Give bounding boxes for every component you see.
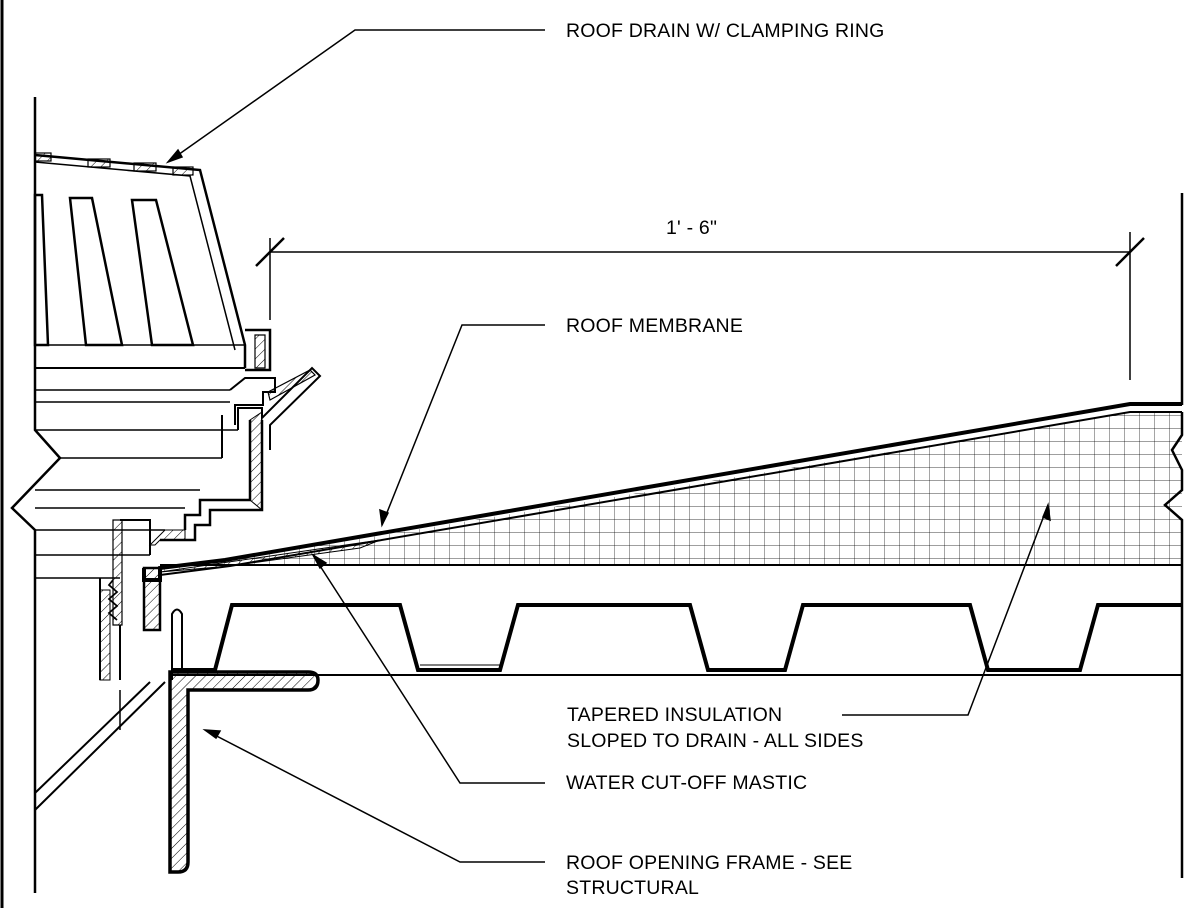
leader-tapered-insulation (842, 504, 1049, 716)
leader-roof-membrane (381, 324, 545, 526)
dimension-line (255, 232, 1145, 380)
roof-opening-frame (168, 670, 320, 874)
label-tapered-insulation-2: SLOPED TO DRAIN - ALL SIDES (567, 730, 864, 752)
label-dimension: 1' - 6" (666, 217, 718, 239)
metal-deck (172, 603, 1182, 676)
label-roof-frame-1: ROOF OPENING FRAME - SEE (566, 852, 853, 874)
leader-roof-frame (204, 729, 545, 863)
label-water-cutoff: WATER CUT-OFF MASTIC (566, 772, 808, 794)
label-roof-membrane: ROOF MEMBRANE (566, 315, 744, 337)
leader-water-cutoff (312, 554, 545, 784)
label-tapered-insulation-1: TAPERED INSULATION (567, 704, 783, 726)
label-roof-drain: ROOF DRAIN W/ CLAMPING RING (566, 20, 885, 42)
right-edge-break (1163, 193, 1184, 878)
label-roof-frame-2: STRUCTURAL (566, 877, 700, 899)
leader-lines (165, 29, 1051, 863)
roof-drain-body (10, 97, 322, 893)
leader-roof-drain (167, 29, 545, 163)
tapered-insulation (160, 412, 1182, 572)
